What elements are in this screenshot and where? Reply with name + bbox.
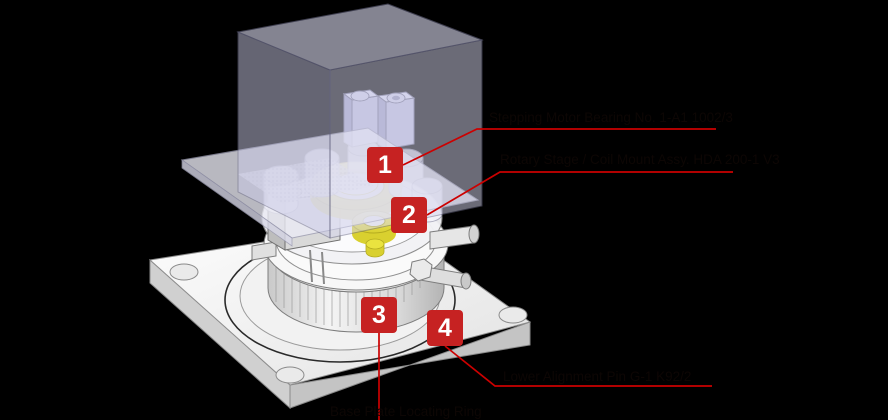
side-ports: [251, 224, 480, 290]
callout-badge-3[interactable]: 3: [361, 297, 397, 333]
leader-line-2: [426, 171, 733, 216]
callout-badge-4[interactable]: 4: [427, 310, 463, 346]
callout-label-2: Rotary Stage / Coil Mount Assy. HDA 200-…: [500, 152, 780, 167]
callout-label-4: Lower Alignment Pin G-1 K92/2: [503, 369, 692, 384]
callout-badge-1[interactable]: 1: [367, 147, 403, 183]
callout-label-3: Base Plate Locating Ring: [330, 404, 482, 419]
leader-line-4: [444, 345, 712, 387]
leader-line-1: [402, 128, 716, 166]
callout-label-1: Stepping Motor Bearing No. 1-A1 1002/3: [489, 110, 733, 125]
callout-badge-2[interactable]: 2: [391, 197, 427, 233]
